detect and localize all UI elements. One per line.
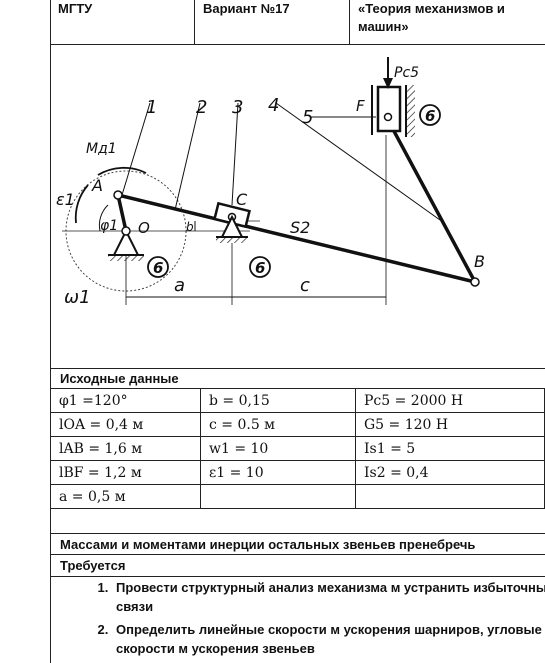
header-subject-line2: машин» (358, 19, 409, 34)
label-w1: ω1 (64, 287, 91, 308)
joint-a (113, 190, 123, 200)
table-row: lBF = 1,2 м ε1 = 10 Is2 = 0,4 (50, 460, 545, 485)
joint-o (121, 226, 131, 236)
leader-4 (275, 102, 441, 221)
header-university: МГТУ (50, 0, 195, 44)
label-c-point: C (236, 190, 248, 209)
joint-b (470, 277, 480, 287)
label-s2: S2 (290, 218, 310, 237)
leader-2 (174, 102, 201, 211)
label-phi1: φ1 (100, 218, 118, 234)
table-row: lAB = 1,6 м w1 = 10 Is1 = 5 (50, 436, 545, 461)
label-1: 1 (146, 97, 157, 118)
table-cell: lBF = 1,2 м (50, 460, 201, 485)
link-bf (386, 119, 477, 283)
guide-hatch (407, 85, 415, 137)
mechanism-drawing: 1 2 3 4 5 Mд1 A ε1 φ1 O C b S2 B F Pc5 ω… (56, 57, 485, 308)
table-cell: a = 0,5 м (50, 484, 201, 509)
support-badge-c (249, 256, 271, 278)
table-cell: Pc5 = 2000 Н (355, 388, 545, 413)
label-2: 2 (196, 97, 207, 118)
table-cell (355, 484, 545, 509)
link-ab (117, 193, 476, 284)
phi-arc (98, 204, 109, 232)
task-list: Провести структурный анализ механизма м … (60, 578, 545, 662)
label-pc5: Pc5 (394, 65, 419, 81)
table-title: Исходные данные (50, 368, 545, 388)
header-subject: «Теория механизмов и машин» (350, 0, 545, 44)
table-cell: Is1 = 5 (355, 436, 545, 461)
list-item: Провести структурный анализ механизма м … (112, 578, 545, 616)
table-cell: b = 0,15 (200, 388, 356, 413)
label-4: 4 (268, 95, 279, 116)
table-row: φ1 =120° b = 0,15 Pc5 = 2000 Н (50, 388, 545, 413)
label-md1: Mд1 (86, 141, 117, 157)
table-cell: φ1 =120° (50, 388, 201, 413)
label-c-dim: c (300, 275, 310, 296)
table-cell: w1 = 10 (200, 436, 356, 461)
header-variant: Вариант №17 (195, 0, 350, 44)
label-a-dim: a (174, 275, 185, 296)
label-a-point: A (91, 176, 103, 195)
note-row: Массами и моментами инерции остальных зв… (50, 533, 545, 555)
list-item: Определить линейные скорости м ускорения… (112, 620, 545, 658)
label-support-o: 6 (153, 259, 163, 277)
support-badge-o (147, 256, 169, 278)
label-3: 3 (232, 97, 243, 118)
label-support-f: 6 (425, 107, 435, 125)
table-cell: lOA = 0,4 м (50, 412, 201, 437)
table-row: a = 0,5 м (50, 484, 545, 509)
label-f-point: F (356, 97, 365, 115)
header-row: МГТУ Вариант №17 «Теория механизмов и ма… (50, 0, 545, 45)
table-cell: Is2 = 0,4 (355, 460, 545, 485)
parameters-table: φ1 =120° b = 0,15 Pc5 = 2000 Н lOA = 0,4… (50, 388, 545, 509)
table-cell (200, 484, 356, 509)
label-e1: ε1 (56, 190, 75, 209)
table-cell: lAB = 1,6 м (50, 436, 201, 461)
required-heading: Требуется (50, 555, 545, 577)
table-cell: c = 0.5 м (200, 412, 356, 437)
slider-f (376, 85, 402, 133)
label-o-point: O (138, 219, 150, 237)
header-subject-line1: «Теория механизмов и (358, 1, 505, 16)
link-oa (116, 194, 128, 232)
leader-3 (231, 102, 239, 206)
label-b-dim: b (186, 220, 194, 234)
sheet: МГТУ Вариант №17 «Теория механизмов и ма… (50, 0, 545, 663)
label-support-c: 6 (255, 259, 265, 277)
support-c-hatch (216, 237, 248, 243)
table-cell: ε1 = 10 (200, 460, 356, 485)
left-border (50, 0, 51, 663)
leader-1 (121, 102, 151, 196)
table-row: lOA = 0,4 м c = 0.5 м G5 = 120 Н (50, 412, 545, 437)
support-badge-f (419, 104, 441, 126)
force-arrowhead (383, 78, 393, 89)
md1-arrow (97, 166, 147, 176)
table-cell: G5 = 120 Н (355, 412, 545, 437)
label-b-point: B (474, 252, 485, 271)
e1-arrow (74, 184, 89, 224)
label-5: 5 (302, 107, 313, 128)
joint-f (383, 112, 393, 122)
